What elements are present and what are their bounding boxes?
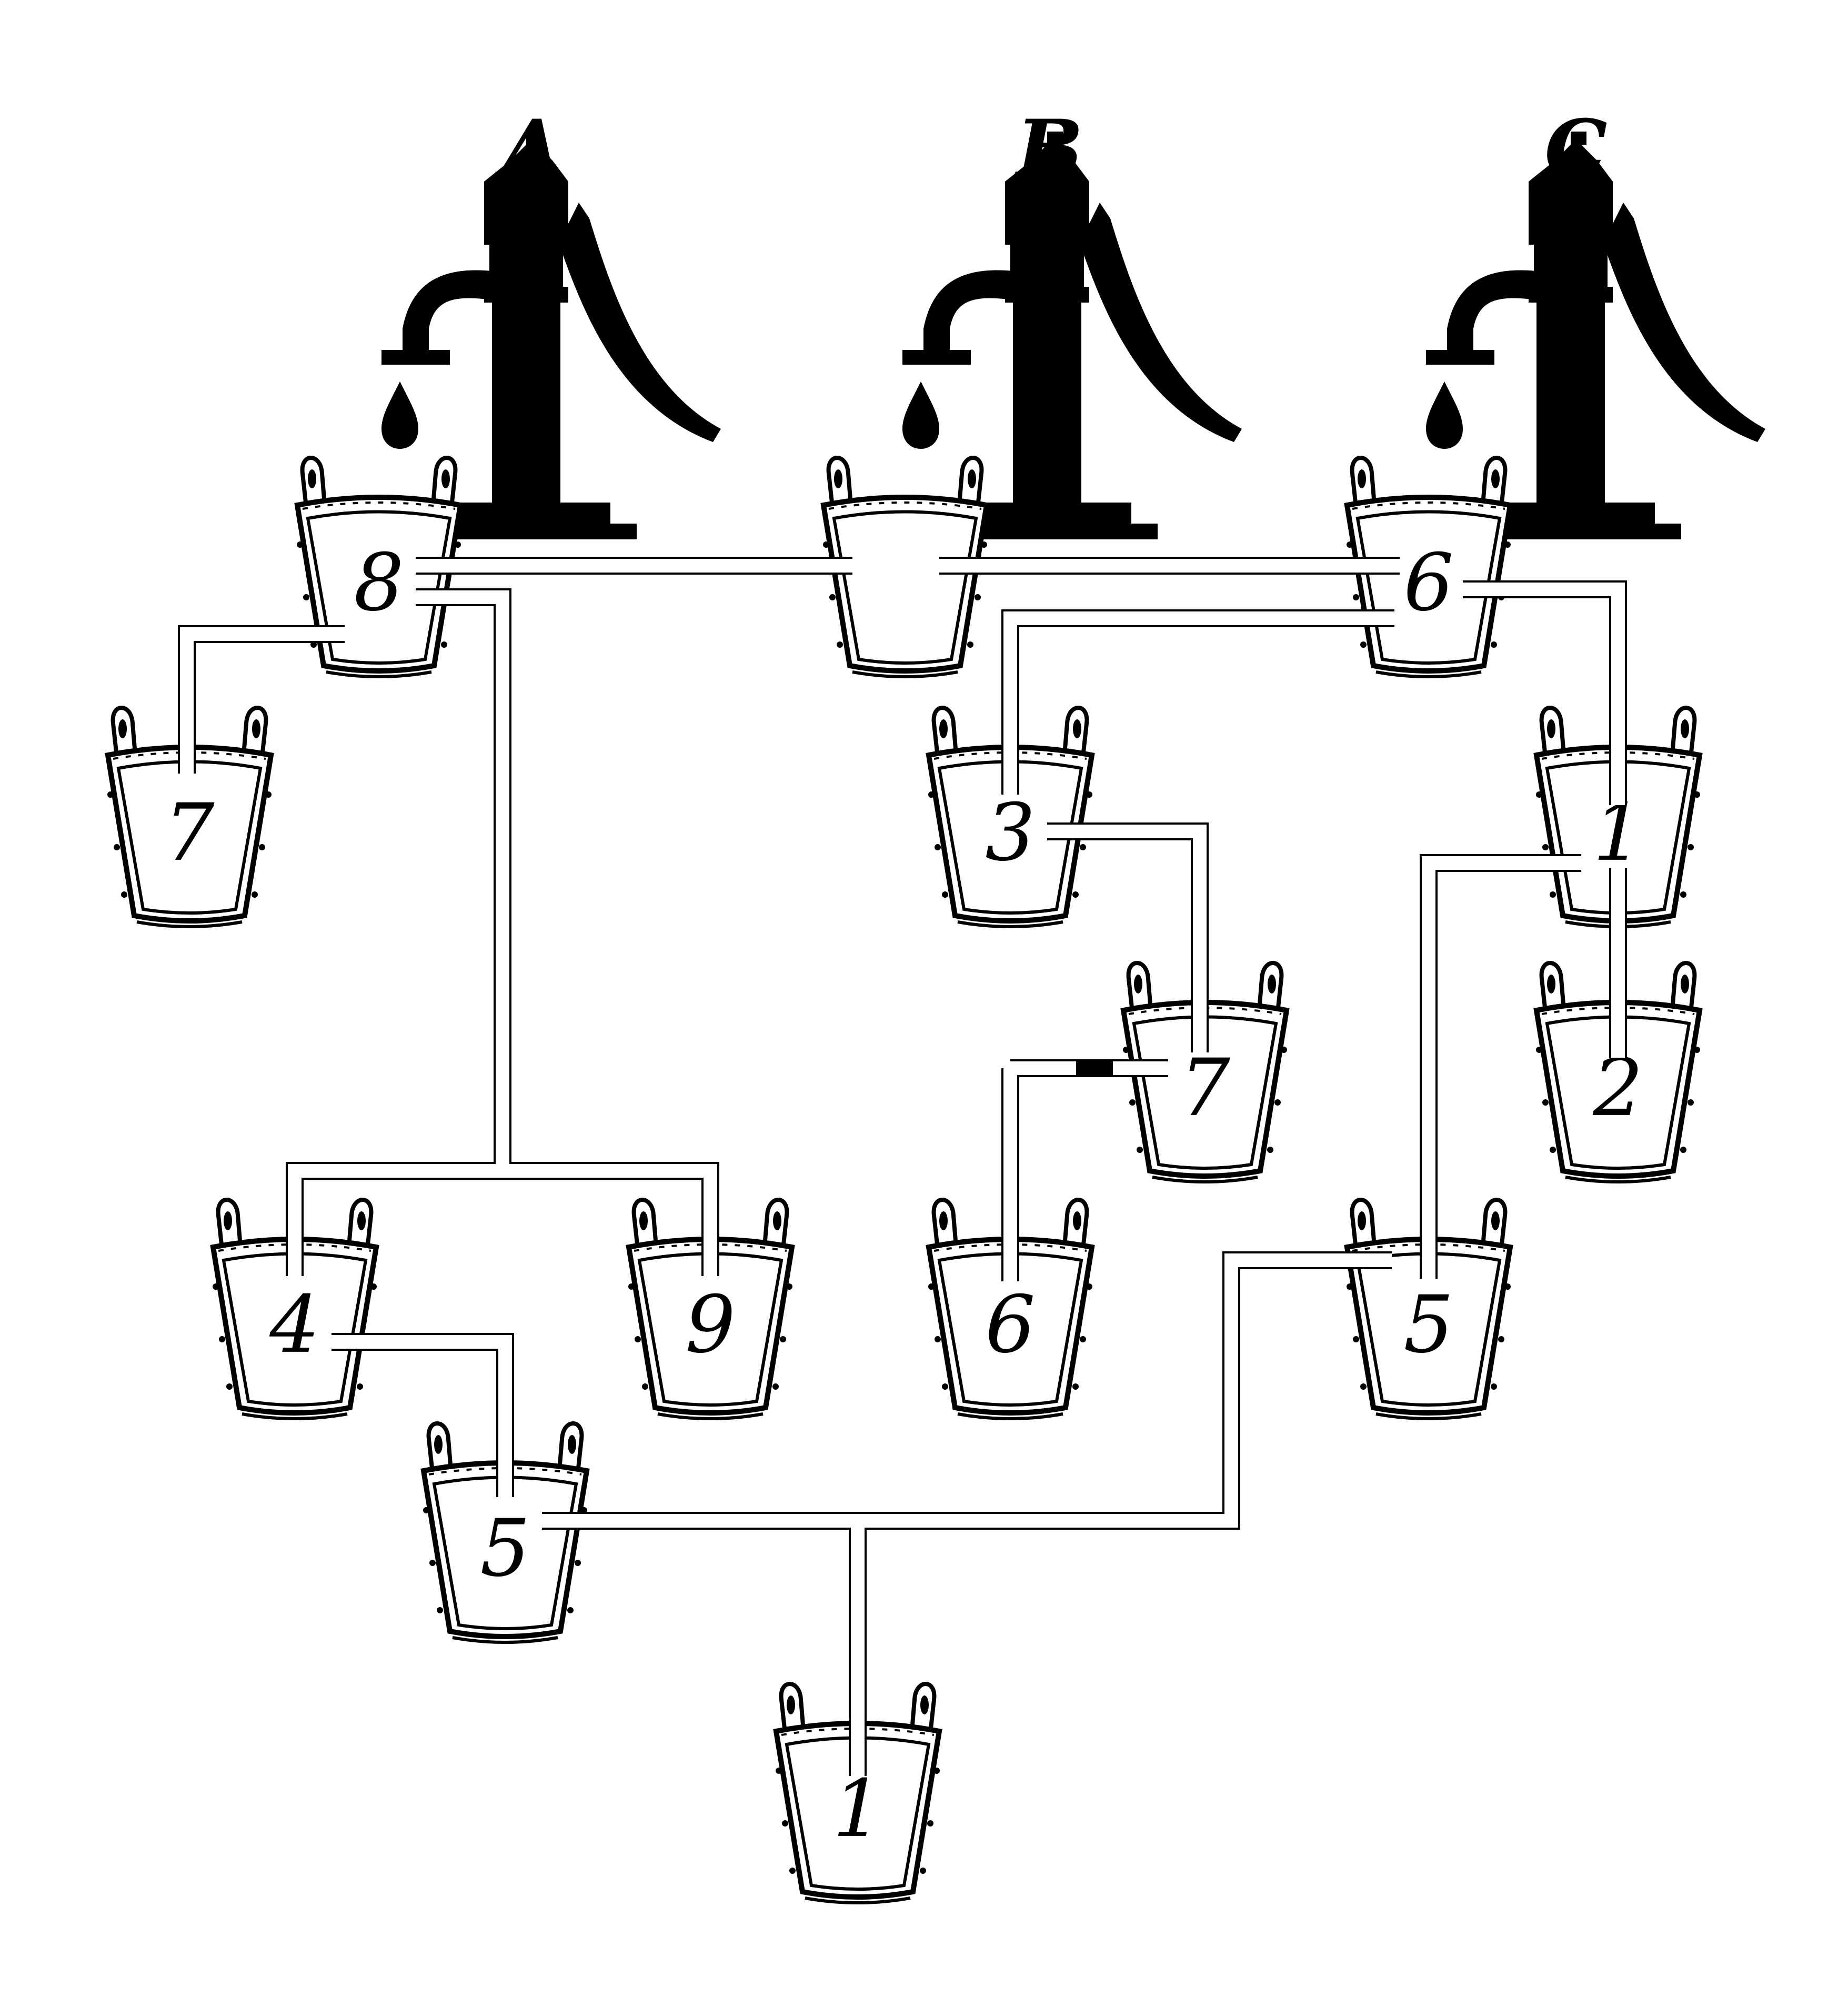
pipe-low5-right5-bottom1 [542, 1251, 1392, 1776]
pipe-c-to-mid3 [1001, 609, 1394, 795]
bucket-value: 6 [985, 1279, 1035, 1371]
buckets-layer: 8 6 7 3 1 7 2 4 9 6 5 5 1 [107, 458, 1700, 1903]
pump-a-label: A [495, 103, 562, 195]
bucket-c-top: 6 [1347, 458, 1511, 677]
bucket-value: 9 [685, 1279, 735, 1371]
bucket-left-4: 4 [213, 1200, 377, 1419]
bucket-value: 5 [480, 1503, 530, 1594]
pump-c-label: C [1544, 103, 1607, 195]
pump-c: C [1426, 103, 1765, 539]
bucket-a-top: 8 [297, 458, 461, 677]
pump-b-label: B [1015, 103, 1083, 195]
pipe-mid3-to-mid7 [1047, 822, 1209, 1052]
bucket-mid-3: 3 [928, 708, 1092, 927]
bucket-value: 7 [1180, 1042, 1230, 1134]
pipe-left4-to-low5 [332, 1333, 514, 1497]
bucket-left-7: 7 [107, 708, 272, 927]
bucket-value: 3 [985, 787, 1035, 879]
pipe-right1-to-right5 [1420, 854, 1581, 1279]
pipe-mid7-to-mid6 [1001, 1059, 1168, 1281]
bucket-right-5: 5 [1347, 1200, 1511, 1419]
bucket-mid-6: 6 [928, 1200, 1092, 1419]
bucket-value: 6 [1403, 537, 1453, 629]
bucket-value: 7 [164, 787, 215, 879]
bucket-value: 4 [269, 1279, 319, 1371]
bucket-bottom-1: 1 [776, 1684, 940, 1903]
pipe-a-to-left4-left9 [286, 588, 719, 1276]
pipe-a-to-left7 [178, 625, 345, 774]
bucket-left-9: 9 [628, 1200, 792, 1419]
bucket-value: 8 [354, 537, 404, 629]
bucket-mid-7: 7 [1123, 963, 1287, 1182]
pump-b: B [902, 103, 1242, 539]
pipes-layer [178, 557, 1627, 1776]
pipe-c-to-right1 [1463, 580, 1627, 805]
pipe-valve-blocked [1076, 1061, 1113, 1076]
bucket-value: 5 [1403, 1279, 1453, 1371]
bucket-value: 1 [832, 1763, 882, 1855]
pump-a: A [381, 103, 721, 539]
bucket-low-5: 5 [423, 1423, 587, 1642]
